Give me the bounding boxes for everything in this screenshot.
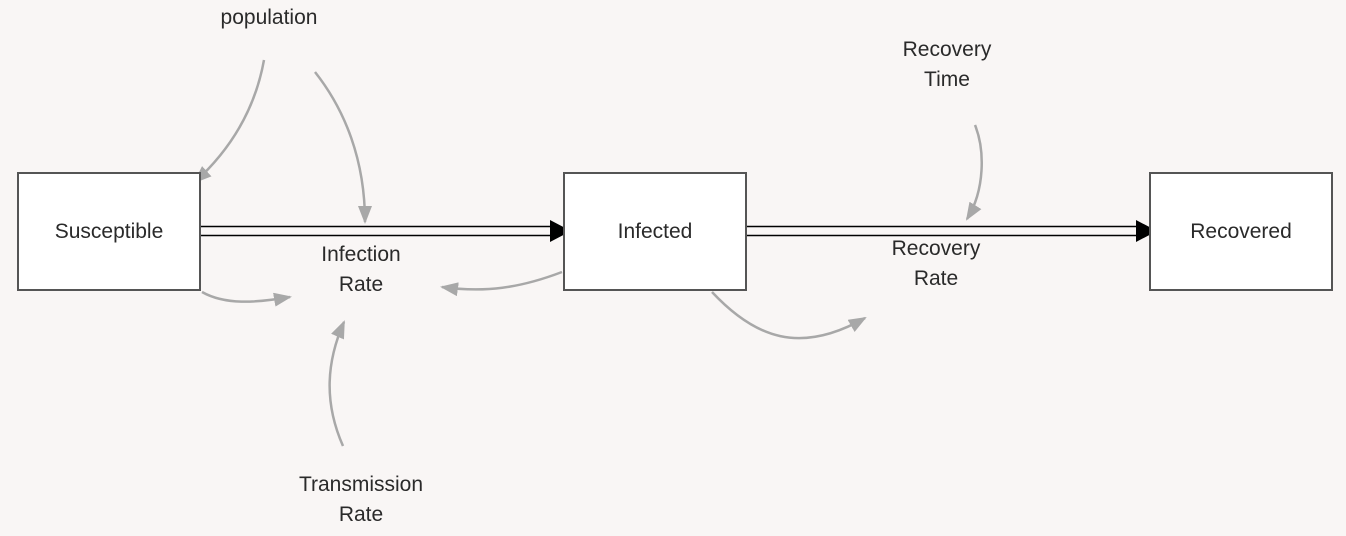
stock-susceptible[interactable]: Susceptible bbox=[17, 172, 201, 291]
flow-pipe-recovery[interactable] bbox=[740, 220, 1157, 242]
transmission-rate-line-2: Rate bbox=[338, 503, 384, 526]
flow-label-infection-rate[interactable]: Infection Rate bbox=[286, 240, 436, 300]
connector-susceptible-to-infection-rate[interactable] bbox=[201, 290, 292, 307]
variable-recovery-time[interactable]: Recovery Time bbox=[872, 35, 1022, 95]
connector-population-to-susceptible[interactable] bbox=[193, 59, 266, 184]
variable-population[interactable]: population bbox=[194, 3, 344, 33]
connector-recovery-time-to-recovery-rate[interactable] bbox=[965, 124, 983, 221]
recovery-time-line-1: Recovery bbox=[902, 38, 992, 61]
flow-pipe-infection[interactable] bbox=[196, 220, 571, 242]
infection-rate-line-1: Infection bbox=[321, 243, 401, 266]
flow-label-recovery-rate[interactable]: Recovery Rate bbox=[861, 234, 1011, 294]
infection-rate-line-2: Rate bbox=[338, 273, 384, 296]
stock-recovered[interactable]: Recovered bbox=[1149, 172, 1333, 291]
stock-susceptible-label: Susceptible bbox=[54, 219, 164, 243]
stock-recovered-label: Recovered bbox=[1190, 219, 1292, 243]
connector-transmission-rate-to-infection-rate[interactable] bbox=[328, 320, 346, 447]
recovery-rate-line-1: Recovery bbox=[891, 237, 981, 260]
connector-infected-to-infection-rate[interactable] bbox=[440, 270, 563, 297]
transmission-rate-line-1: Transmission bbox=[298, 473, 424, 496]
connector-infected-to-recovery-rate[interactable] bbox=[711, 291, 867, 340]
variable-transmission-rate[interactable]: Transmission Rate bbox=[266, 470, 456, 530]
variable-population-label: population bbox=[220, 6, 318, 29]
connector-population-to-infection-rate[interactable] bbox=[314, 71, 372, 224]
stock-infected[interactable]: Infected bbox=[563, 172, 747, 291]
stock-infected-label: Infected bbox=[617, 219, 693, 243]
recovery-rate-line-2: Rate bbox=[913, 267, 959, 290]
recovery-time-line-2: Time bbox=[924, 68, 970, 91]
